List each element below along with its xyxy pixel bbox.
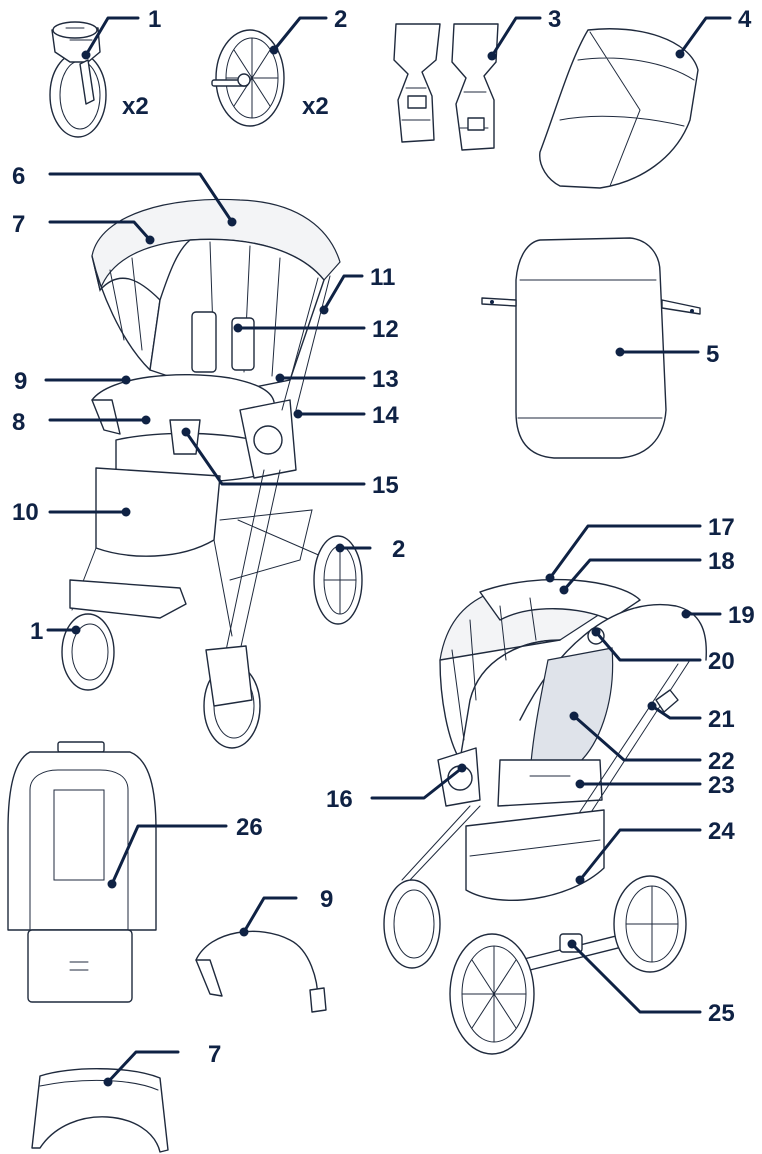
callout-24: 24 <box>708 818 735 845</box>
callout-21: 21 <box>708 706 735 733</box>
callout-9-spare: 9 <box>320 886 333 913</box>
callout-5: 5 <box>706 341 719 368</box>
callout-1-side: 1 <box>30 618 43 645</box>
rear-wheel-quantity: x2 <box>302 93 329 120</box>
bumper-bar-spare <box>195 930 327 1013</box>
callout-19: 19 <box>728 602 755 629</box>
stroller-rear-view <box>383 578 707 1055</box>
callout-3: 3 <box>548 6 561 33</box>
callout-17: 17 <box>708 514 735 541</box>
callout-12: 12 <box>372 316 399 343</box>
front-wheel-unit <box>49 21 107 138</box>
seat-liner-cover <box>481 237 701 459</box>
callout-9: 9 <box>14 368 27 395</box>
callout-13: 13 <box>372 366 399 393</box>
front-wheel-quantity: x2 <box>122 93 149 120</box>
car-seat-adapters <box>393 23 499 151</box>
callout-7: 7 <box>12 211 25 238</box>
rear-wheel-unit <box>211 29 285 127</box>
callout-10: 10 <box>12 499 39 526</box>
callout-7-spare: 7 <box>208 1041 221 1068</box>
callout-15: 15 <box>372 472 399 499</box>
callout-8: 8 <box>12 409 25 436</box>
callout-labels: 1 2 3 4 5 6 7 11 12 9 13 8 14 15 10 2 1 … <box>12 6 755 1068</box>
callout-16: 16 <box>326 786 353 813</box>
callout-2-side: 2 <box>392 536 405 563</box>
callout-leaders <box>44 16 732 1087</box>
rain-cover <box>539 28 699 189</box>
callout-1: 1 <box>148 6 161 33</box>
callout-20: 20 <box>708 648 735 675</box>
callout-26: 26 <box>236 814 263 841</box>
callout-2: 2 <box>334 6 347 33</box>
callout-25: 25 <box>708 1000 735 1027</box>
sun-visor-spare <box>31 1068 169 1153</box>
callout-14: 14 <box>372 402 399 429</box>
callout-4: 4 <box>738 6 752 33</box>
callout-11: 11 <box>370 264 395 291</box>
seat-pad <box>7 741 157 1003</box>
callout-18: 18 <box>708 548 735 575</box>
callout-23: 23 <box>708 772 735 799</box>
callout-6: 6 <box>12 163 25 190</box>
stroller-front-view <box>61 198 363 749</box>
callout-22: 22 <box>708 748 735 775</box>
